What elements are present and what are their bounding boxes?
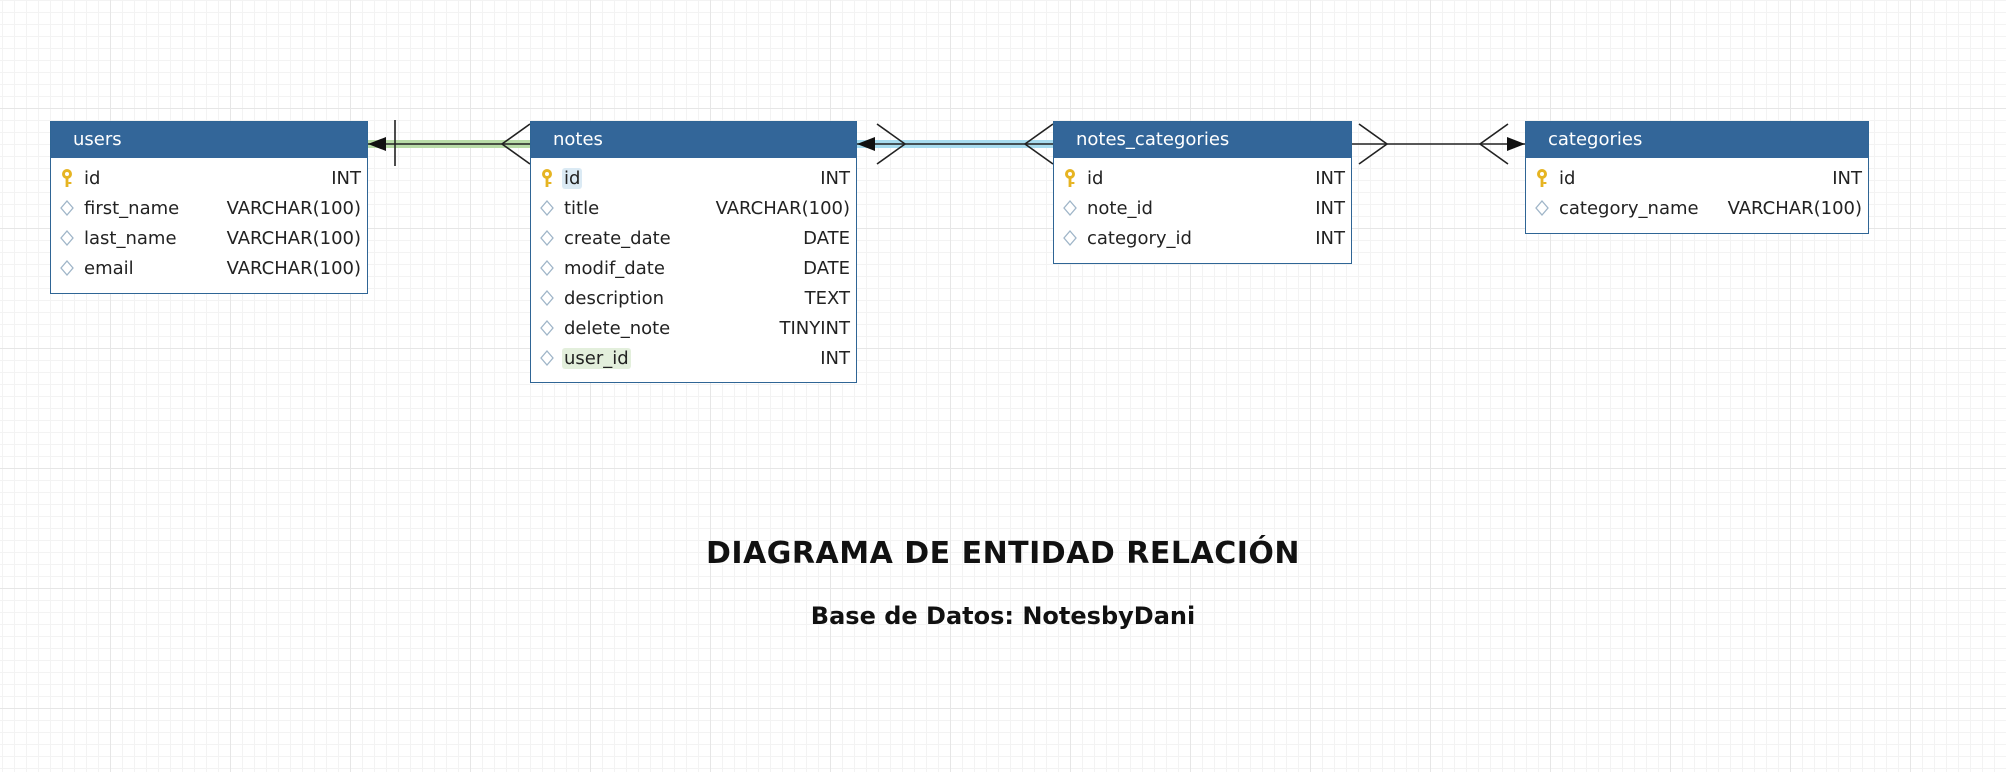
- table-row[interactable]: id INT: [531, 163, 856, 193]
- column-name: id: [562, 167, 820, 189]
- table-header[interactable]: users: [51, 122, 367, 158]
- crows-foot-icon: [1478, 123, 1509, 165]
- table-row[interactable]: id INT: [1054, 163, 1351, 193]
- table-row[interactable]: modif_date DATE: [531, 253, 856, 283]
- column-name: last_name: [84, 227, 177, 249]
- table-notes-categories[interactable]: notes_categories id INT note_id INT cate…: [1053, 121, 1352, 264]
- column-name: note_id: [1087, 197, 1153, 219]
- arrow-head-icon: [1507, 137, 1525, 151]
- column-name: description: [564, 287, 665, 309]
- column-name: id: [1559, 167, 1576, 189]
- diamond-icon: [539, 348, 555, 368]
- table-columns: id INT category_name VARCHAR(100): [1526, 158, 1868, 228]
- crows-foot-icon: [1358, 123, 1389, 165]
- table-columns: id INT note_id INT category_id INT: [1054, 158, 1351, 258]
- table-users[interactable]: users id INT first_name VARCHAR(100) las…: [50, 121, 368, 294]
- column-name: user_id: [562, 347, 820, 369]
- table-row[interactable]: note_id INT: [1054, 193, 1351, 223]
- column-type: INT: [331, 167, 361, 189]
- column-name: title: [564, 197, 600, 219]
- column-name: first_name: [84, 197, 180, 219]
- table-row[interactable]: delete_note TINYINT: [531, 313, 856, 343]
- table-row[interactable]: create_date DATE: [531, 223, 856, 253]
- column-type: VARCHAR(100): [226, 197, 361, 219]
- table-header[interactable]: categories: [1526, 122, 1868, 158]
- diamond-icon: [539, 318, 555, 338]
- table-notes[interactable]: notes id INT title VARCHAR(100) create_d…: [530, 121, 857, 383]
- arrow-head-icon: [368, 137, 386, 151]
- diamond-icon: [539, 228, 555, 248]
- column-type: DATE: [803, 257, 850, 279]
- table-header[interactable]: notes: [531, 122, 856, 158]
- column-type: TEXT: [804, 287, 850, 309]
- column-name: id: [84, 167, 101, 189]
- diamond-icon: [59, 198, 75, 218]
- table-row[interactable]: description TEXT: [531, 283, 856, 313]
- crows-foot-icon: [876, 123, 907, 165]
- table-row[interactable]: first_name VARCHAR(100): [51, 193, 367, 223]
- column-type: INT: [1315, 197, 1345, 219]
- column-name: create_date: [564, 227, 671, 249]
- diamond-icon: [539, 258, 555, 278]
- column-type: VARCHAR(100): [1727, 197, 1862, 219]
- column-type: TINYINT: [779, 317, 850, 339]
- table-row[interactable]: id INT: [51, 163, 367, 193]
- key-icon: [1062, 168, 1078, 188]
- relationship-notes-notes-categories[interactable]: [857, 123, 1054, 165]
- diamond-icon: [1062, 198, 1078, 218]
- key-icon: [1534, 168, 1550, 188]
- column-type: VARCHAR(100): [715, 197, 850, 219]
- highlighted-column-name: id: [562, 167, 583, 189]
- column-type: INT: [1832, 167, 1862, 189]
- column-name: category_id: [1087, 227, 1192, 249]
- column-name: category_name: [1559, 197, 1699, 219]
- diamond-icon: [59, 228, 75, 248]
- column-type: INT: [1315, 227, 1345, 249]
- highlighted-column-name: user_id: [562, 347, 631, 369]
- table-row[interactable]: title VARCHAR(100): [531, 193, 856, 223]
- key-icon: [59, 168, 75, 188]
- table-row[interactable]: category_name VARCHAR(100): [1526, 193, 1868, 223]
- crows-foot-icon: [500, 123, 531, 165]
- relationship-notes-categories-categories[interactable]: [1352, 123, 1525, 165]
- table-row[interactable]: id INT: [1526, 163, 1868, 193]
- diamond-icon: [59, 258, 75, 278]
- key-icon: [539, 168, 555, 188]
- column-name: email: [84, 257, 134, 279]
- column-name: delete_note: [564, 317, 671, 339]
- column-type: INT: [820, 167, 850, 189]
- diagram-subtitle[interactable]: Base de Datos: NotesbyDani: [810, 602, 1196, 630]
- table-row[interactable]: category_id INT: [1054, 223, 1351, 253]
- relationship-users-notes[interactable]: [368, 120, 531, 166]
- table-header[interactable]: notes_categories: [1054, 122, 1351, 158]
- diamond-icon: [1062, 228, 1078, 248]
- table-row[interactable]: last_name VARCHAR(100): [51, 223, 367, 253]
- table-row[interactable]: email VARCHAR(100): [51, 253, 367, 283]
- table-categories[interactable]: categories id INT category_name VARCHAR(…: [1525, 121, 1869, 234]
- column-name: id: [1087, 167, 1104, 189]
- table-columns: id INT first_name VARCHAR(100) last_name…: [51, 158, 367, 288]
- arrow-head-icon: [857, 137, 875, 151]
- table-columns: id INT title VARCHAR(100) create_date DA…: [531, 158, 856, 378]
- diamond-icon: [1534, 198, 1550, 218]
- column-type: DATE: [803, 227, 850, 249]
- column-type: INT: [820, 347, 850, 369]
- diamond-icon: [539, 288, 555, 308]
- diamond-icon: [539, 198, 555, 218]
- column-type: VARCHAR(100): [226, 257, 361, 279]
- crows-foot-icon: [1023, 123, 1054, 165]
- column-type: VARCHAR(100): [226, 227, 361, 249]
- diagram-title[interactable]: DIAGRAMA DE ENTIDAD RELACIÓN: [706, 536, 1300, 571]
- column-type: INT: [1315, 167, 1345, 189]
- table-row[interactable]: user_id INT: [531, 343, 856, 373]
- column-name: modif_date: [564, 257, 665, 279]
